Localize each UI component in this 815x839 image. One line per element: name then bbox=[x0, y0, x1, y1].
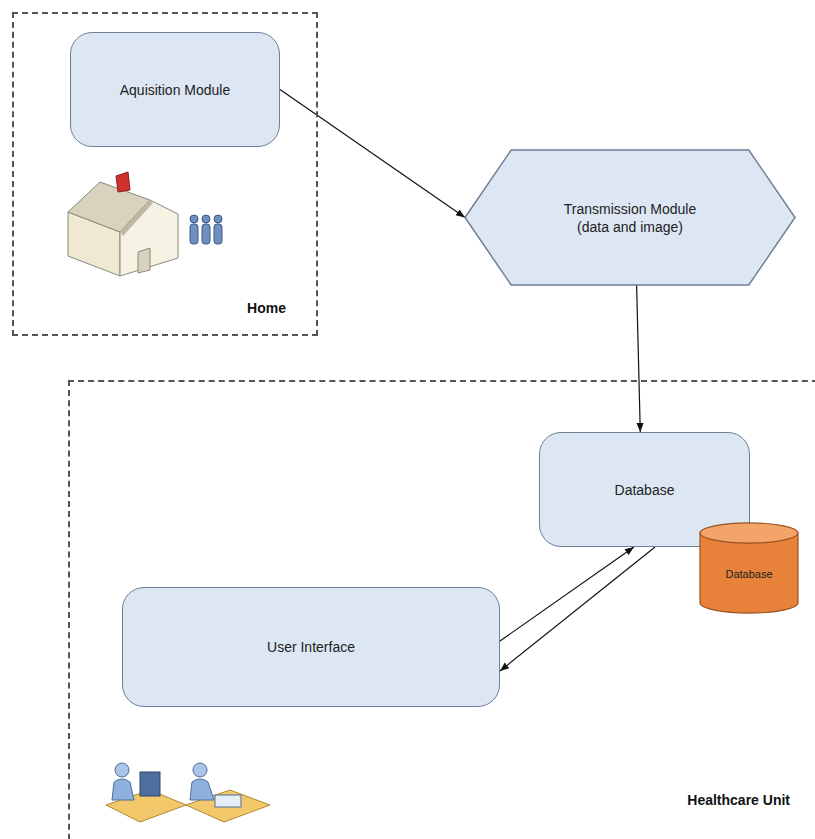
hexagon-outline bbox=[465, 150, 795, 285]
worker-icon bbox=[106, 763, 186, 822]
healthcare-region: Healthcare UnitDatabaseDatabaseUser Inte… bbox=[68, 380, 815, 839]
region-label: Healthcare Unit bbox=[687, 792, 790, 808]
hexagon-shape bbox=[465, 150, 795, 285]
node-label: Transmission Module bbox=[564, 200, 697, 218]
cylinder-body bbox=[700, 533, 798, 613]
process-box: Aquisition Module bbox=[70, 32, 280, 147]
arrow-connector bbox=[500, 547, 634, 641]
arrow-connector bbox=[500, 547, 655, 671]
node-label: Aquisition Module bbox=[120, 81, 231, 99]
node-label: (data and image) bbox=[577, 218, 683, 236]
process-box: User Interface bbox=[122, 587, 500, 707]
database-cylinder: Database bbox=[699, 522, 799, 614]
node-label: Database bbox=[615, 481, 675, 499]
cylinder-top bbox=[700, 523, 798, 543]
people-icon bbox=[190, 215, 222, 244]
transmission-hexagon: Transmission Module(data and image) bbox=[465, 150, 795, 285]
worker-icon bbox=[186, 763, 270, 822]
house-icon bbox=[68, 172, 178, 276]
node-label: User Interface bbox=[267, 638, 355, 656]
arrow-connector bbox=[280, 90, 465, 218]
node-label: Database bbox=[725, 565, 772, 583]
home-region: Home Aquisition Module bbox=[12, 12, 318, 336]
arrow-connector bbox=[637, 285, 641, 432]
region-label: Home bbox=[247, 300, 286, 316]
